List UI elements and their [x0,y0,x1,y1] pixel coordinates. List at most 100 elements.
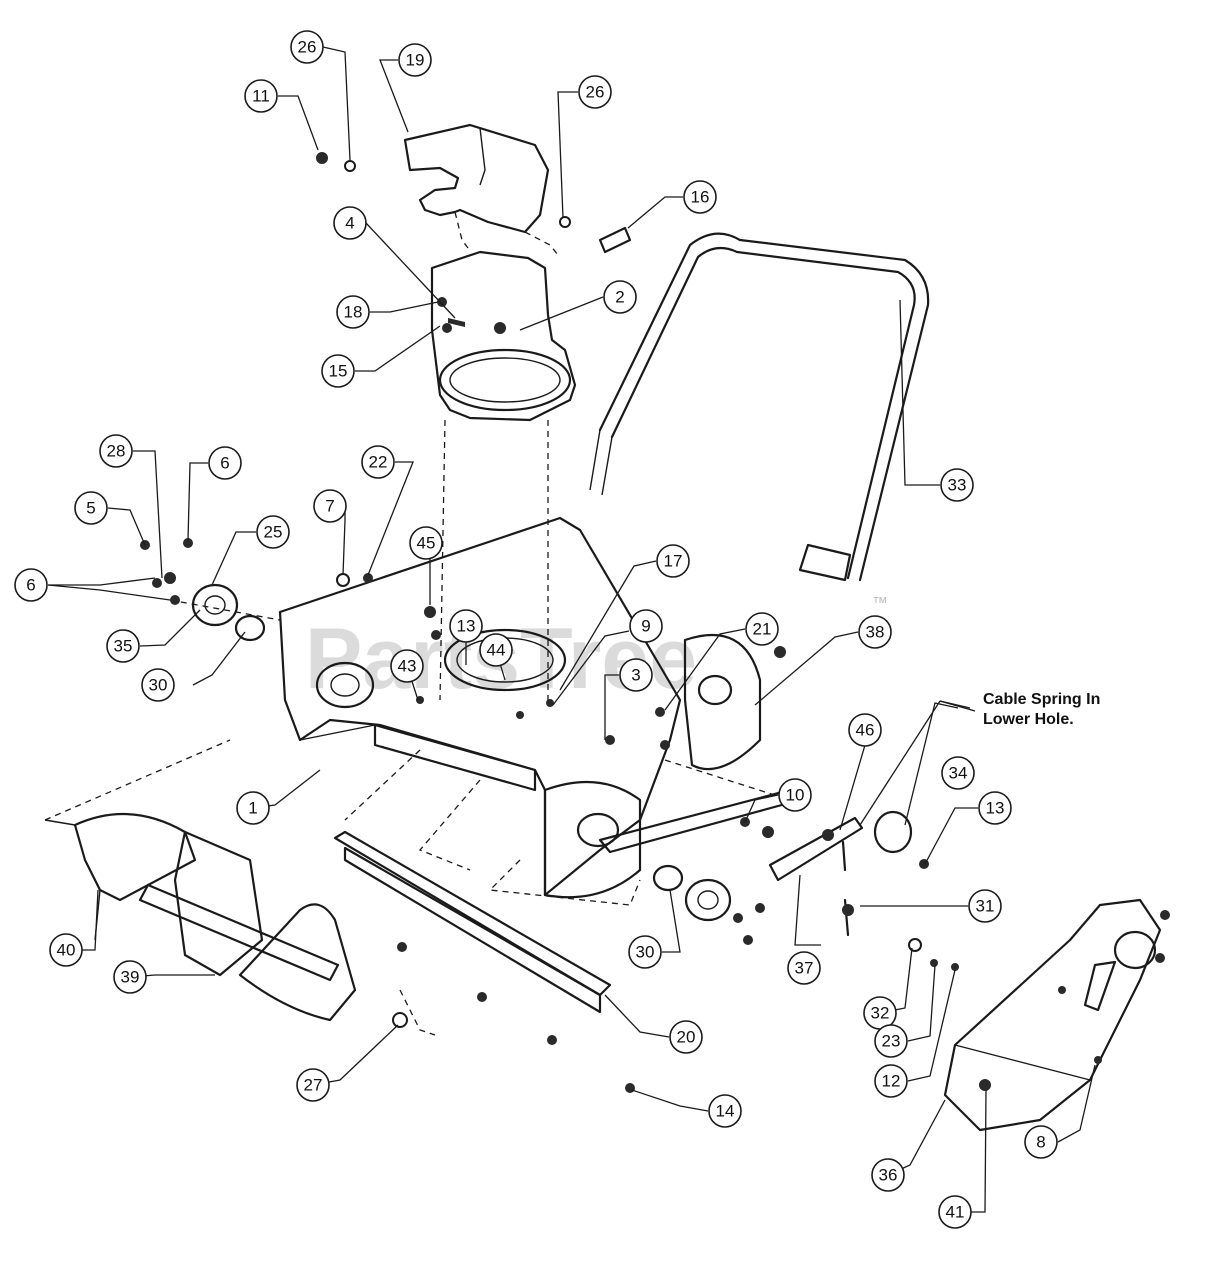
svg-text:39: 39 [121,968,140,987]
callout-30: 30 [141,668,175,702]
callout-17: 17 [656,544,690,578]
svg-text:45: 45 [417,534,436,553]
callout-33: 33 [940,468,974,502]
callout-25: 25 [256,515,290,549]
bearing-right [652,864,732,922]
callout-12: 12 [874,1064,908,1098]
discharge-chute [430,250,577,422]
svg-text:36: 36 [879,1166,898,1185]
svg-text:6: 6 [26,576,35,595]
leader-lines [47,46,1096,1213]
callout-4: 4 [333,206,367,240]
svg-text:1: 1 [248,799,257,818]
callout-7: 7 [313,489,347,523]
svg-text:10: 10 [786,786,805,805]
shaft-dash-right [664,759,791,801]
callout-26: 26 [290,30,324,64]
control-lever [768,810,913,937]
callout-31: 31 [968,889,1002,923]
handle [589,232,930,582]
auger-assembly [44,739,436,1036]
svg-text:2: 2 [615,288,624,307]
callout-26: 26 [578,75,612,109]
callout-32: 32 [863,996,897,1030]
svg-text:6: 6 [220,454,229,473]
callout-14: 14 [708,1094,742,1128]
svg-text:13: 13 [457,617,476,636]
callout-3: 3 [619,658,653,692]
axle-rod [598,788,802,854]
callout-11: 11 [244,79,278,113]
callout-5: 5 [74,491,108,525]
svg-text:12: 12 [882,1072,901,1091]
svg-text:7: 7 [325,497,334,516]
callout-46: 46 [848,713,882,747]
callout-34: 34 [941,756,975,790]
svg-text:27: 27 [304,1076,323,1095]
callout-13: 13 [978,791,1012,825]
svg-text:4: 4 [345,214,354,233]
callout-28: 28 [99,434,133,468]
svg-text:30: 30 [149,676,168,695]
callout-6: 6 [208,446,242,480]
svg-text:32: 32 [871,1004,890,1023]
svg-text:13: 13 [986,799,1005,818]
callout-35: 35 [106,629,140,663]
callout-36: 36 [871,1158,905,1192]
svg-text:41: 41 [946,1203,965,1222]
shaft-dash-left [169,599,281,621]
lower-dash-2 [418,779,481,871]
svg-text:15: 15 [329,362,348,381]
svg-text:34: 34 [949,764,968,783]
callout-8: 8 [1024,1125,1058,1159]
bearing-left [191,583,266,642]
callout-19: 19 [398,43,432,77]
svg-text:23: 23 [882,1032,901,1051]
callout-27: 27 [296,1068,330,1102]
callout-18: 18 [336,295,370,329]
svg-text:31: 31 [976,897,995,916]
svg-text:25: 25 [264,523,283,542]
svg-text:20: 20 [677,1028,696,1047]
callout-9: 9 [629,609,663,643]
svg-text:38: 38 [866,623,885,642]
callout-22: 22 [361,445,395,479]
svg-text:18: 18 [344,303,363,322]
svg-text:35: 35 [114,637,133,656]
scraper-bar [333,830,612,1014]
callout-30: 30 [628,935,662,969]
svg-text:8: 8 [1036,1133,1045,1152]
watermark-trademark: ™ [872,595,888,612]
chute-deflector [403,123,559,256]
svg-text:11: 11 [252,87,270,106]
svg-text:14: 14 [716,1102,735,1121]
svg-text:33: 33 [948,476,967,495]
callouts: 26 19 11 26 16 4 2 18 15 33 28 6 5 25 6 … [14,30,1058,1229]
callout-16: 16 [683,180,717,214]
lower-dash-1 [344,749,421,821]
callout-20: 20 [669,1020,703,1054]
callout-43: 43 [390,649,424,683]
svg-text:26: 26 [586,83,605,102]
svg-text:37: 37 [795,959,814,978]
callout-2: 2 [603,280,637,314]
lower-dash-3 [488,859,641,906]
callout-10: 10 [778,778,812,812]
svg-text:16: 16 [691,188,710,207]
callout-37: 37 [787,951,821,985]
svg-text:3: 3 [631,666,640,685]
svg-text:30: 30 [636,943,655,962]
svg-text:40: 40 [57,941,76,960]
callout-41: 41 [938,1195,972,1229]
svg-text:26: 26 [298,38,317,57]
svg-text:5: 5 [86,499,95,518]
belt-cover [943,898,1162,1132]
callout-23: 23 [874,1024,908,1058]
cable-spring-note: Cable Spring In Lower Hole. [983,691,1101,728]
callout-21: 21 [745,612,779,646]
svg-text:21: 21 [753,620,772,639]
callout-6: 6 [14,568,48,602]
callout-39: 39 [113,960,147,994]
callout-38: 38 [858,615,892,649]
